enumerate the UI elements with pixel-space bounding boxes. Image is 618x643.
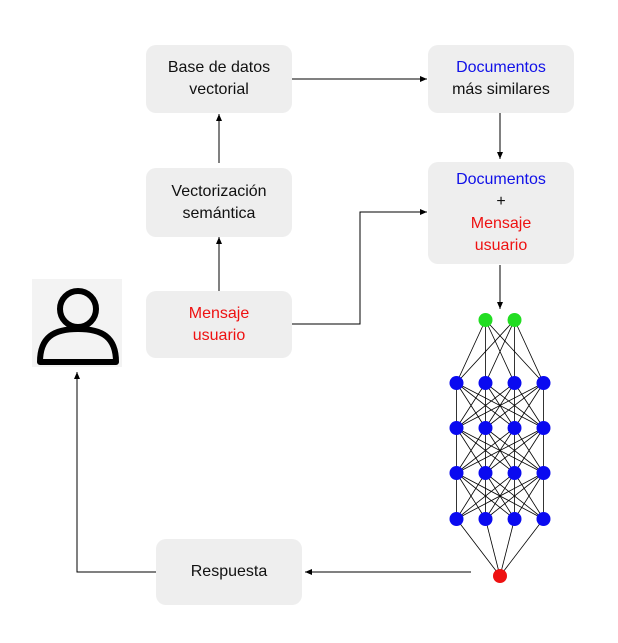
vector-database-label-line1: Base de datos (167, 59, 271, 76)
nn-connection (499, 518, 515, 577)
nn-hidden-node (536, 466, 551, 480)
nn-connection (456, 319, 486, 384)
nn-hidden-node (507, 466, 522, 480)
nn-connection (456, 382, 486, 429)
nn-hidden-node (507, 421, 522, 435)
nn-connection (485, 518, 501, 577)
documents-plus-message-label-user: usuario (474, 237, 528, 254)
nn-connection (456, 472, 486, 520)
similar-documents-label-line1: Documentos (456, 59, 546, 76)
arrow-msg-to-combined (292, 209, 427, 325)
nn-hidden-node (478, 512, 493, 526)
nn-connection (485, 382, 544, 429)
nn-connection (456, 427, 544, 474)
response-box: Respuesta (156, 539, 302, 605)
user-message-label-line1: Mensaje (188, 304, 250, 322)
nn-connection (456, 427, 515, 474)
nn-hidden-node (449, 466, 464, 480)
nn-hidden-node (449, 512, 464, 526)
user-message-box: Mensaje usuario (146, 291, 292, 358)
connector-arrows (74, 76, 503, 575)
nn-hidden-node (507, 512, 522, 526)
nn-output-node (493, 569, 507, 583)
nn-connection (456, 472, 515, 520)
nn-connection (514, 427, 544, 474)
nn-connection (456, 472, 544, 520)
nn-hidden-node (536, 376, 551, 390)
user-message-label-line2: usuario (192, 326, 246, 344)
nn-hidden-node (507, 376, 522, 390)
neural-network (449, 313, 551, 583)
nn-hidden-node (536, 421, 551, 435)
nn-connection (456, 319, 515, 384)
nn-connection (456, 518, 501, 577)
documents-plus-message-label-plus: + (496, 193, 506, 210)
nn-connection (514, 382, 544, 429)
similar-documents-label-line2: más similares (452, 81, 550, 98)
user-icon (32, 279, 122, 367)
arrow-response-to-user (74, 372, 157, 573)
nn-hidden-node (449, 376, 464, 390)
vector-database-box: Base de datos vectorial (146, 45, 292, 113)
nn-input-node (478, 313, 493, 327)
vector-database-label-line2: vectorial (189, 81, 249, 98)
response-label: Respuesta (190, 563, 268, 580)
nn-hidden-node (478, 421, 493, 435)
nn-connection (485, 472, 544, 520)
semantic-vectorization-label-line2: semántica (182, 204, 256, 222)
nn-connection (456, 382, 544, 429)
nn-connection (514, 319, 544, 384)
nn-connection (456, 427, 486, 474)
nn-connection (485, 427, 544, 474)
semantic-vectorization-box: Vectorización semántica (146, 168, 292, 237)
nn-connection (485, 319, 515, 384)
documents-plus-message-box: Documentos + Mensaje usuario (428, 162, 574, 264)
nn-connection (499, 518, 544, 577)
nn-input-node (507, 313, 522, 327)
nn-connection (456, 382, 515, 429)
nn-connection (514, 472, 544, 520)
semantic-vectorization-label-line1: Vectorización (171, 182, 267, 200)
documents-plus-message-label-message: Mensaje (470, 215, 532, 232)
similar-documents-box: Documentos más similares (428, 45, 574, 113)
documents-plus-message-label-docs: Documentos (456, 171, 546, 188)
nn-hidden-node (536, 512, 551, 526)
nn-hidden-node (449, 421, 464, 435)
nn-hidden-node (478, 466, 493, 480)
nn-hidden-node (478, 376, 493, 390)
